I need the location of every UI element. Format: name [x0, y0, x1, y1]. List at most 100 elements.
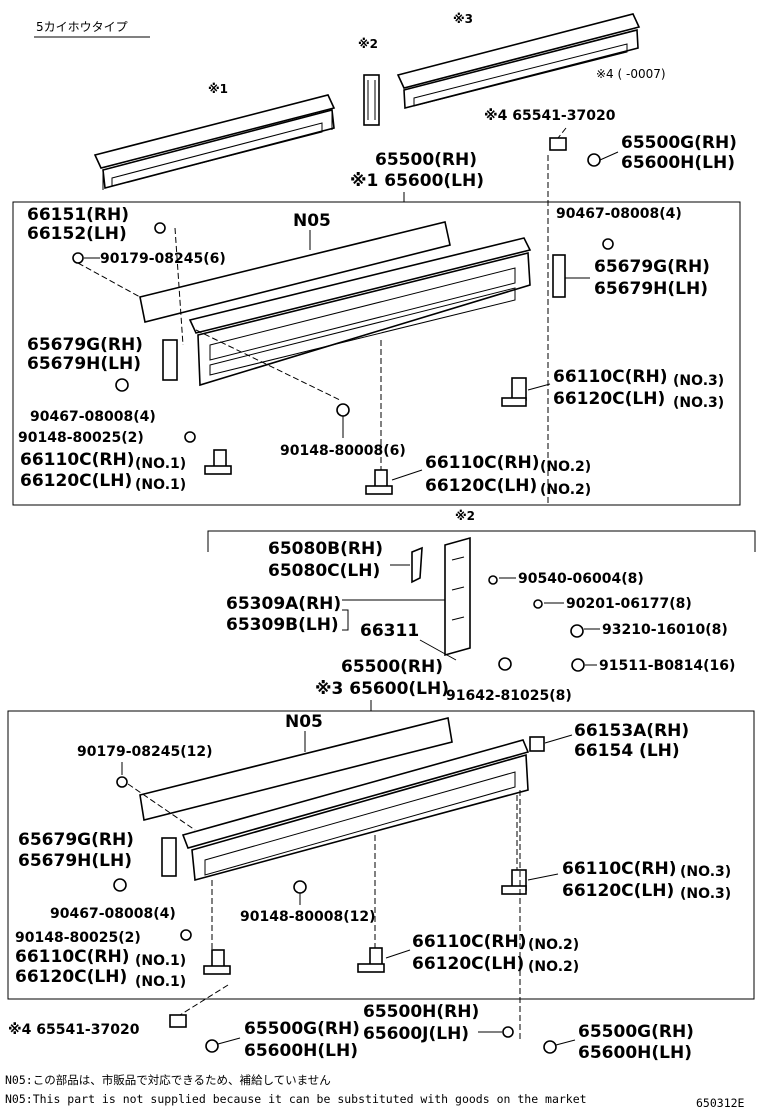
footnote-en: N05:This part is not supplied because it…: [5, 1092, 587, 1106]
label-65500-rh-mid: 65500(RH): [341, 657, 443, 677]
gate-panel-box2: [181, 739, 530, 882]
label-65541-bottom: ※4 65541-37020: [8, 1022, 140, 1038]
label-65600h-bottom-right: 65600H(LH): [578, 1043, 692, 1063]
hinge-no1-box1: [204, 449, 232, 475]
label-90148-80008-box1: 90148-80008(6): [280, 443, 406, 459]
label-65679g-box2: 65679G(RH): [18, 830, 134, 850]
ref-mark-4-range: ※4 ( -0007): [596, 67, 666, 81]
label-65679h-box1-right: 65679H(LH): [594, 279, 708, 299]
label-no1-rh-box1: (NO.1): [135, 456, 186, 472]
washer-90540: [488, 575, 498, 585]
washer-90201: [533, 599, 543, 609]
label-65309a: 65309A(RH): [226, 594, 341, 614]
hinge-no1-box2: [203, 949, 231, 975]
nut-65500h: [502, 1026, 514, 1038]
bolt-90148-80025-box2: [180, 929, 192, 941]
label-65500h: 65500H(RH): [363, 1002, 479, 1022]
label-66153a: 66153A(RH): [574, 721, 689, 741]
diagram-code: 650312E: [696, 1096, 745, 1110]
screw-90467-box2: [113, 878, 127, 892]
label-90148-80025-box2: 90148-80025(2): [15, 930, 141, 946]
label-66120c-no1-box2: 66120C(LH): [15, 967, 127, 987]
cap-65679-box2: [161, 837, 177, 877]
label-90179-1: 90179-08245(6): [100, 251, 226, 267]
label-65500-rh: 65500(RH): [375, 150, 477, 170]
bolt-93210: [570, 624, 584, 638]
label-65600h-top: 65600H(LH): [621, 153, 735, 173]
gate-panel-box1: [188, 237, 532, 387]
label-91511: 91511-B0814(16): [599, 658, 735, 674]
gate-panel-1-drawing: [93, 94, 336, 190]
label-90179-2: 90179-08245(12): [77, 744, 213, 760]
bracket-mid: [207, 530, 756, 552]
gate-post-drawing: [363, 74, 380, 126]
label-65541-top: ※4 65541-37020: [484, 108, 616, 124]
label-66152: 66152(LH): [27, 224, 127, 244]
label-66120c-no3-box1: 66120C(LH): [553, 389, 665, 409]
label-no2-rh-box2: (NO.2): [528, 937, 579, 953]
label-66110c-no2-box2: 66110C(RH): [412, 932, 526, 952]
bolt-65500g-top: [587, 153, 601, 167]
label-90467-box1-left: 90467-08008(4): [30, 409, 156, 425]
label-65500g-top: 65500G(RH): [621, 133, 737, 153]
ref-mark-2-top: ※2: [358, 37, 378, 51]
label-65679g-box1-right: 65679G(RH): [594, 257, 710, 277]
label-65600h-bottom-left: 65600H(LH): [244, 1041, 358, 1061]
label-90201: 90201-06177(8): [566, 596, 692, 612]
bolt-91511: [571, 658, 585, 672]
label-65500g-bottom-left: 65500G(RH): [244, 1019, 360, 1039]
label-n05-2: N05: [285, 712, 323, 732]
plate-65541-top: [549, 137, 567, 151]
screw-90179-1: [72, 252, 84, 264]
screw-90467-box1-left: [115, 378, 129, 392]
assembly-box-2: [7, 710, 755, 1000]
ref-mark-1: ※1: [208, 82, 228, 96]
label-65600j: 65600J(LH): [363, 1024, 469, 1044]
assembly-box-1: [12, 201, 741, 506]
label-65679h-box1-left: 65679H(LH): [27, 354, 141, 374]
clip-66151: [154, 222, 166, 234]
label-66154: 66154 (LH): [574, 741, 680, 761]
gate-panel-3-drawing: [396, 13, 641, 110]
label-66110c-no2-box1: 66110C(RH): [425, 453, 539, 473]
ref-mark-2-mid: ※2: [455, 509, 475, 523]
label-65600-lh-mid: ※3 65600(LH): [315, 679, 449, 699]
label-91642: 91642-81025(8): [446, 688, 572, 704]
label-90540: 90540-06004(8): [518, 571, 644, 587]
label-no3-rh-box2: (NO.3): [680, 864, 731, 880]
screw-90467-box1-right: [602, 238, 614, 250]
label-no3-lh-box2: (NO.3): [680, 886, 731, 902]
label-65679h-box2: 65679H(LH): [18, 851, 132, 871]
filler-plate-n05-2: [139, 717, 453, 821]
hinge-no3-box1: [501, 377, 527, 407]
label-66120c-no2-box2: 66120C(LH): [412, 954, 524, 974]
label-65500g-bottom-right: 65500G(RH): [578, 1022, 694, 1042]
label-66110c-no1-box1: 66110C(RH): [20, 450, 134, 470]
label-no3-lh-box1: (NO.3): [673, 395, 724, 411]
label-66110c-no3-box2: 66110C(RH): [562, 859, 676, 879]
gate-post-assembly: [411, 536, 471, 657]
label-65600-lh: ※1 65600(LH): [350, 171, 484, 191]
bolt-65500g-bottom-right: [543, 1040, 557, 1054]
label-66120c-no3-box2: 66120C(LH): [562, 881, 674, 901]
bolt-91642: [498, 657, 512, 671]
label-no1-lh-box1: (NO.1): [135, 477, 186, 493]
label-65679g-box1-left: 65679G(RH): [27, 335, 143, 355]
hinge-no2-box1: [365, 469, 393, 495]
label-93210: 93210-16010(8): [602, 622, 728, 638]
label-66110c-no1-box2: 66110C(RH): [15, 947, 129, 967]
clip-66153: [529, 736, 545, 752]
label-no3-rh-box1: (NO.3): [673, 373, 724, 389]
label-66311: 66311: [360, 621, 419, 641]
label-no1-rh-box2: (NO.1): [135, 953, 186, 969]
bolt-90148-80008-box1: [336, 403, 350, 417]
label-65080c: 65080C(LH): [268, 561, 380, 581]
cap-65679-box1-right: [552, 254, 566, 298]
label-90467-box1-right: 90467-08008(4): [556, 206, 682, 222]
cap-65679-box1-left: [162, 339, 178, 381]
screw-90179-2: [116, 776, 128, 788]
hinge-no3-box2: [501, 869, 527, 895]
header-title: 5カイホウタイプ: [36, 20, 128, 34]
hinge-no2-box2: [357, 947, 385, 973]
